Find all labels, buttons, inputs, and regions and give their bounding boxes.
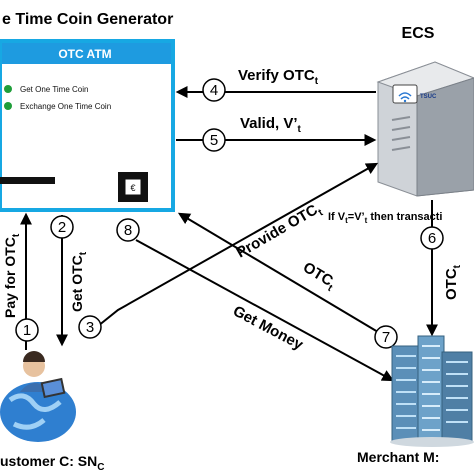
step-6-label: OTCt (443, 264, 463, 300)
bullet-icon (4, 102, 12, 110)
ecs-badge: TSUC (420, 94, 437, 100)
bullet-icon (4, 85, 12, 93)
step-5-circle (202, 128, 226, 152)
menu-exchange-coin[interactable]: Exchange One Time Coin (20, 102, 111, 111)
arrow-get-money (135, 239, 395, 382)
step-4-number: 4 (210, 82, 218, 99)
step-7-circle (374, 325, 398, 349)
step-5-label: Valid, V’t (240, 115, 302, 135)
arrow-provide-otc (97, 162, 379, 327)
arrow-otc-to-generator (177, 212, 379, 333)
step-7-number: 7 (382, 329, 390, 346)
step-8-label: Get Money (230, 303, 306, 354)
euro-symbol: € (130, 183, 135, 193)
step-6-number: 6 (428, 230, 436, 247)
step-3-circle (78, 315, 102, 339)
step-4-label: Verify OTCt (238, 67, 319, 87)
step-1-number: 1 (23, 322, 31, 339)
customer-label: ustomer C: SNC (0, 453, 104, 473)
merchant-buildings-icon (390, 335, 474, 447)
step-3-number: 3 (86, 319, 94, 336)
atm-header: OTC ATM (58, 47, 111, 61)
ecs-server-icon: TSUC (376, 61, 474, 197)
atm-header-bar (2, 43, 171, 64)
otc-atm-panel: OTC ATM Get One Time Coin Exchange One T… (0, 39, 175, 212)
step-5-number: 5 (210, 132, 218, 149)
ecs-title: ECS (402, 25, 435, 42)
step-2-number: 2 (58, 219, 66, 236)
step-4-circle (202, 78, 226, 102)
merchant-label: Merchant M: (357, 449, 439, 465)
card-slot (0, 177, 55, 184)
step-1-label: Pay for OTCt (2, 233, 22, 318)
menu-get-coin[interactable]: Get One Time Coin (20, 85, 88, 94)
step-2-circle (50, 215, 74, 239)
generator-title: e Time Coin Generator (2, 11, 173, 28)
euro-card-icon (124, 178, 142, 196)
step-6-circle (420, 226, 444, 250)
customer-icon (0, 351, 76, 442)
step-1-circle (15, 318, 39, 342)
step-8-circle (116, 218, 140, 242)
ecs-condition-note: If Vt=V’t then transacti (328, 211, 442, 225)
step-2-label: Get OTCt (69, 251, 89, 312)
step-8-number: 8 (124, 222, 132, 239)
